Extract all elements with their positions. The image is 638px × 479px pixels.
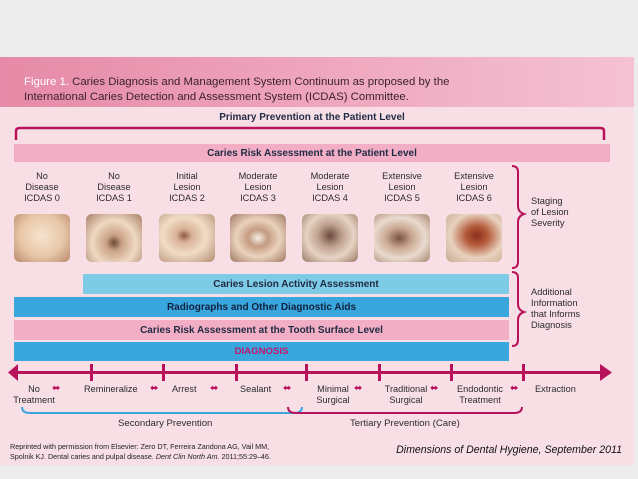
double-arrow-icon: ⬌ <box>510 383 519 394</box>
figure-title-text1: Caries Diagnosis and Management System C… <box>72 76 450 88</box>
term-arrest: Arrest <box>172 384 197 394</box>
term-extraction: Extraction <box>535 384 576 394</box>
secondary-bracket <box>21 406 303 414</box>
axis-tick <box>305 364 308 381</box>
axis-tick <box>162 364 165 381</box>
tertiary-bracket <box>287 406 523 414</box>
axis-tick <box>522 364 525 381</box>
credit-line1: Reprinted with permission from Elsevier:… <box>10 442 270 451</box>
double-arrow-icon: ⬌ <box>210 383 219 394</box>
axis-tick <box>235 364 238 381</box>
tooth-image-icdas3 <box>230 214 286 262</box>
double-arrow-icon: ⬌ <box>354 383 363 394</box>
axis-tick <box>450 364 453 381</box>
diagnosis-bar: DIAGNOSIS <box>14 342 509 361</box>
double-arrow-icon: ⬌ <box>150 383 159 394</box>
risk-patient-bar: Caries Risk Assessment at the Patient Le… <box>14 144 610 162</box>
figure-title-line2: International Caries Detection and Asses… <box>24 91 409 103</box>
radiographs-bar: Radiographs and Other Diagnostic Aids <box>14 297 509 317</box>
primary-bracket <box>14 126 606 140</box>
tooth-image-icdas5 <box>374 214 430 262</box>
top-strip <box>0 0 638 52</box>
activity-assessment-bar: Caries Lesion Activity Assessment <box>83 274 509 294</box>
tooth-image-icdas2 <box>159 214 215 262</box>
primary-prevention-label: Primary Prevention at the Patient Level <box>219 111 405 123</box>
double-arrow-icon: ⬌ <box>430 383 439 394</box>
continuum-axis <box>18 371 602 374</box>
tooth-image-icdas0 <box>14 214 70 262</box>
source-citation: Dimensions of Dental Hygiene, September … <box>396 444 622 456</box>
double-arrow-icon: ⬌ <box>52 383 61 394</box>
tertiary-prevention-label: Tertiary Prevention (Care) <box>350 418 460 429</box>
staging-bracket <box>511 165 528 269</box>
axis-arrow-right <box>600 364 612 381</box>
term-sealant: Sealant <box>240 384 272 394</box>
term-remineralize: Remineralize <box>84 384 138 394</box>
additional-bracket <box>511 271 528 347</box>
axis-tick <box>90 364 93 381</box>
risk-surface-bar: Caries Risk Assessment at the Tooth Surf… <box>14 320 509 340</box>
figure-header <box>0 57 634 107</box>
tooth-image-icdas1 <box>86 214 142 262</box>
tooth-image-icdas4 <box>302 214 358 262</box>
axis-tick <box>378 364 381 381</box>
figure-label: Figure 1. <box>24 76 69 88</box>
axis-arrow-left <box>8 364 18 381</box>
figure-title-line1: Figure 1. Caries Diagnosis and Managemen… <box>24 76 449 88</box>
double-arrow-icon: ⬌ <box>283 383 292 394</box>
secondary-prevention-label: Secondary Prevention <box>118 418 213 429</box>
tooth-image-icdas6 <box>446 214 502 262</box>
credit-line2: Spolnik KJ. Dental caries and pulpal dis… <box>10 452 271 461</box>
